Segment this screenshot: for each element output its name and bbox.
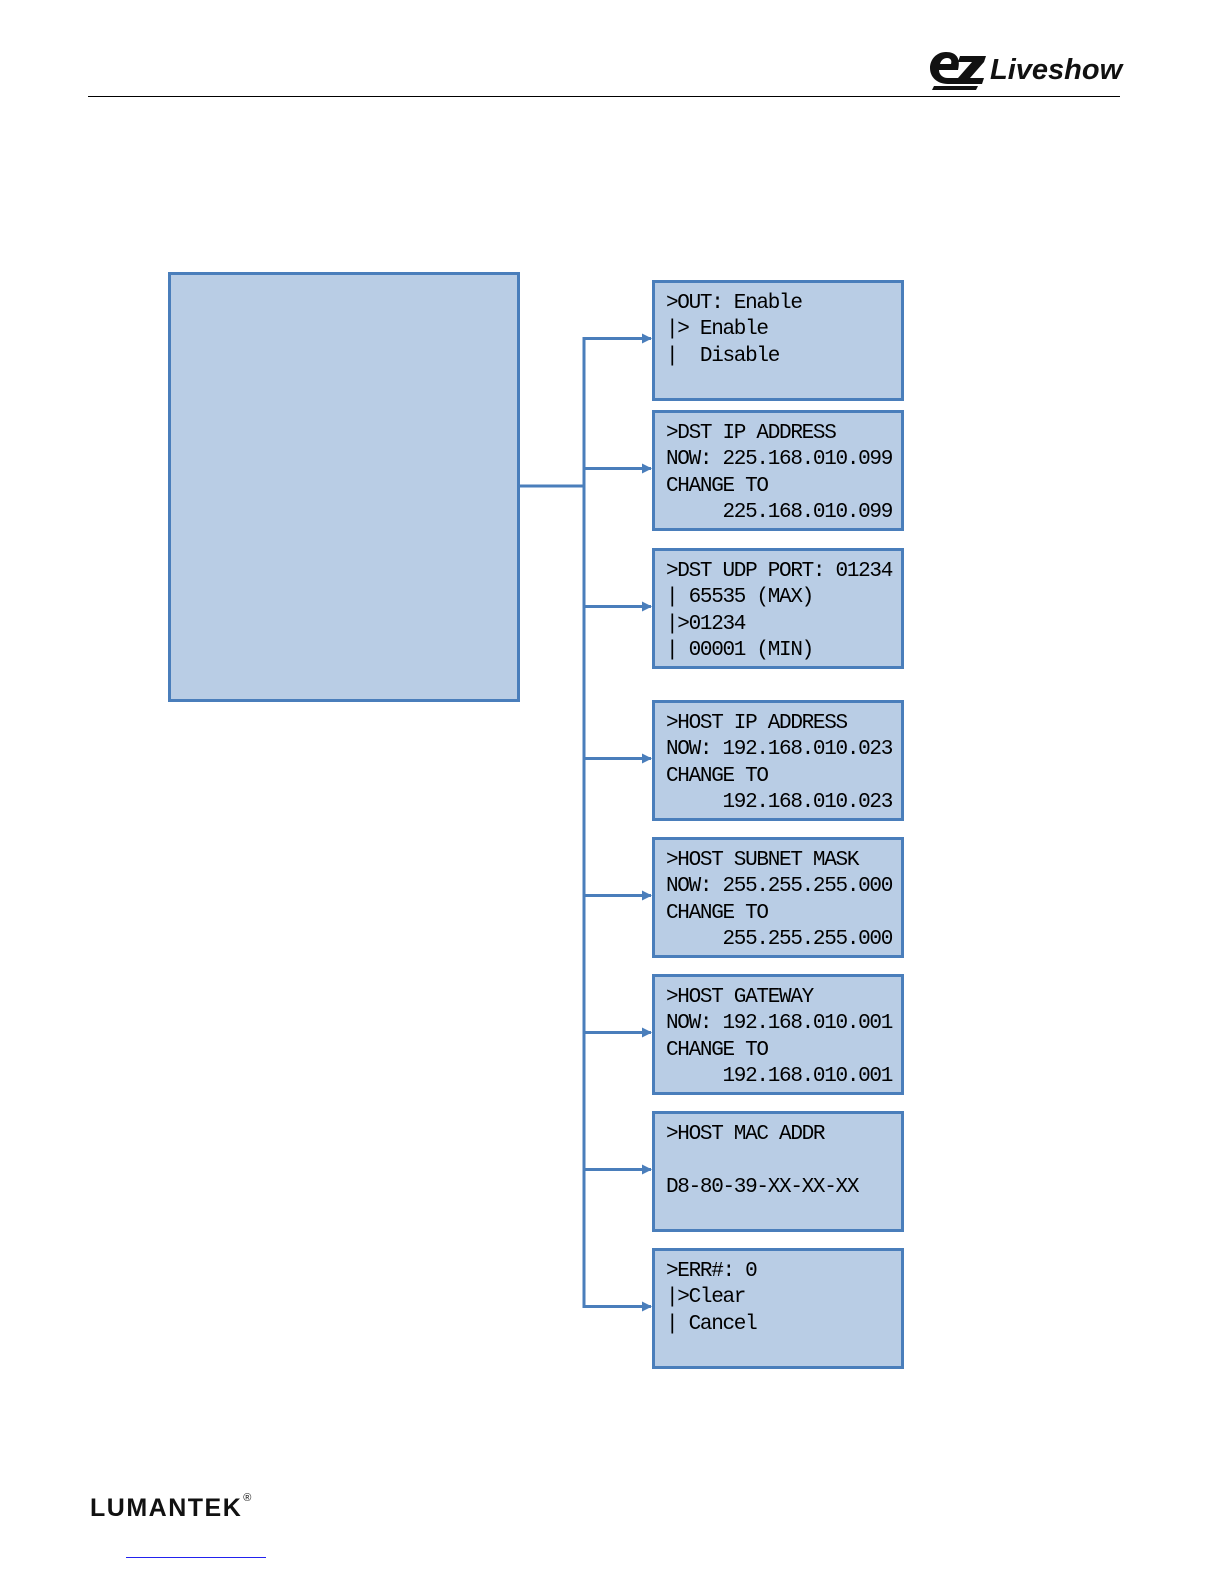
ez-liveshow-logo: Liveshow [930, 52, 1124, 90]
menu-screen-line: | 65535 (MAX) [666, 586, 814, 610]
menu-screen-line: >ERR#: 0 [666, 1260, 758, 1283]
menu-screen-line: 192.168.010.001 [666, 1065, 894, 1089]
menu-screen-line: >DST UDP PORT: 01234 [666, 560, 893, 583]
menu-screen-line: CHANGE TO [666, 474, 769, 498]
menu-screen: >HOST MAC ADDR D8-80-39-XX-XX-XX [652, 1111, 904, 1232]
menu-screen-line: |>Clear [666, 1286, 746, 1310]
menu-screen-line: |> Enable [666, 318, 769, 342]
menu-screen-line: 225.168.010.099 [666, 501, 894, 525]
footer-link-underline [126, 1557, 266, 1558]
registered-mark: ® [243, 1492, 252, 1504]
menu-screen-line: >HOST GATEWAY [666, 986, 814, 1009]
menu-screen-line: >DST IP ADDRESS [666, 422, 837, 445]
menu-screen-text: >ERR#: 0 |>Clear| Cancel [655, 1251, 901, 1338]
menu-screen-line: >HOST SUBNET MASK [666, 849, 859, 872]
main-menu-block [168, 272, 520, 702]
menu-screen-line: 192.168.010.023 [666, 791, 894, 815]
menu-screen: >ERR#: 0 |>Clear| Cancel [652, 1248, 904, 1369]
menu-screen-line: CHANGE TO [666, 1038, 769, 1062]
menu-screen-line: >HOST MAC ADDR [666, 1123, 826, 1146]
menu-screen-line: NOW: 255.255.255.000 [666, 875, 893, 899]
menu-screen-line: | Cancel [666, 1312, 758, 1336]
menu-screen-line [666, 1148, 901, 1174]
menu-screen-line: 255.255.255.000 [666, 928, 894, 952]
menu-screen-text: >OUT: Enable |> Enable| Disable [655, 283, 901, 370]
menu-screen-line: >OUT: Enable [666, 292, 803, 315]
menu-screen-line: CHANGE TO [666, 901, 769, 925]
menu-screen: >DST UDP PORT: 01234 | 65535 (MAX)|>01234… [652, 548, 904, 669]
lumantek-logo-text: LUMANTEK [90, 1494, 243, 1522]
menu-screen-line: CHANGE TO [666, 764, 769, 788]
logo-word: Liveshow [990, 54, 1124, 86]
menu-screen-text: >HOST MAC ADDR D8-80-39-XX-XX-XX [655, 1114, 901, 1201]
menu-screen-line: |>01234 [666, 612, 746, 636]
menu-screen-text: >DST UDP PORT: 01234 | 65535 (MAX)|>01234… [655, 551, 901, 665]
menu-screen-line: D8-80-39-XX-XX-XX [666, 1175, 859, 1199]
lumantek-logo: LUMANTEK® [90, 1492, 252, 1523]
menu-screen-line: >HOST IP ADDRESS [666, 712, 848, 735]
menu-screen-line: NOW: 225.168.010.099 [666, 448, 893, 472]
menu-screen: >OUT: Enable |> Enable| Disable [652, 280, 904, 401]
header-divider [88, 96, 1120, 97]
menu-screen-line: | Disable [666, 344, 780, 368]
menu-screen-line: NOW: 192.168.010.023 [666, 738, 893, 762]
menu-screen-line: NOW: 192.168.010.001 [666, 1012, 893, 1036]
menu-screen-line: | 00001 (MIN) [666, 639, 814, 663]
